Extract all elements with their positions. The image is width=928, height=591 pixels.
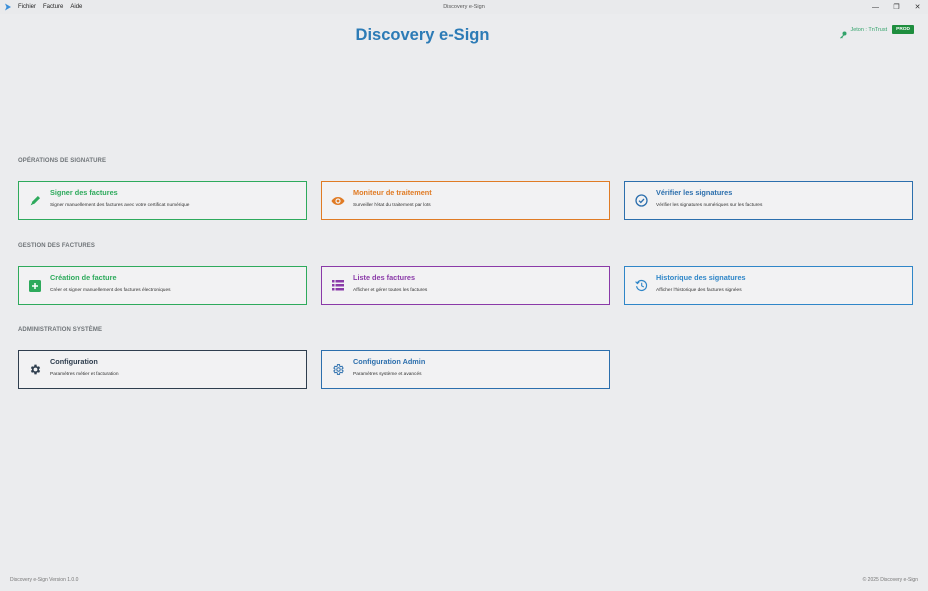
token-status: Jeton : TnTrust PROD (839, 25, 914, 38)
card-title: Configuration (50, 356, 98, 366)
close-button[interactable]: ✕ (914, 4, 921, 11)
menu-fichier[interactable]: Fichier (18, 4, 37, 10)
card-description: Créer et signer manuellement des facture… (50, 287, 171, 293)
token-label: Jeton : TnTrust (850, 26, 888, 33)
eye-icon (331, 194, 345, 208)
key-icon (839, 26, 847, 38)
window-controls: — ❐ ✕ (865, 0, 928, 14)
section-title-factures: GESTION DES FACTURES (18, 243, 96, 249)
card-description: Signer manuellement des factures avec vo… (50, 202, 190, 208)
card-moniteur-traitement[interactable]: Moniteur de traitement Surveiller l'état… (321, 181, 610, 220)
card-historique-signatures[interactable]: Historique des signatures Afficher l'his… (624, 266, 913, 305)
app-logo-icon (4, 3, 12, 11)
environment-badge: PROD (892, 25, 914, 34)
card-description: Afficher et gérer toutes les factures (353, 287, 428, 293)
window-title: Discovery e-Sign (443, 4, 485, 10)
card-creation-facture[interactable]: Création de facture Créer et signer manu… (18, 266, 307, 305)
version-label: Discovery e-Sign Version 1.0.0 (10, 577, 79, 583)
card-title: Configuration Admin (353, 356, 426, 366)
list-icon (331, 279, 345, 293)
section-title-signature: OPÉRATIONS DE SIGNATURE (18, 158, 107, 164)
card-liste-factures[interactable]: Liste des factures Afficher et gérer tou… (321, 266, 610, 305)
page-title: Discovery e-Sign (355, 26, 490, 44)
card-title: Vérifier les signatures (656, 187, 733, 197)
card-description: Afficher l'historique des factures signé… (656, 287, 742, 293)
title-bar: Fichier Facture Aide Discovery e-Sign — … (0, 0, 928, 14)
card-title: Liste des factures (353, 272, 416, 282)
restore-button[interactable]: ❐ (893, 4, 900, 11)
card-title: Historique des signatures (656, 272, 746, 282)
menu-facture[interactable]: Facture (43, 4, 64, 10)
menu-aide[interactable]: Aide (70, 4, 83, 10)
card-configuration-admin[interactable]: Configuration Admin Paramètres système e… (321, 350, 610, 389)
card-title: Moniteur de traitement (353, 187, 432, 197)
card-signer-factures[interactable]: Signer des factures Signer manuellement … (18, 181, 307, 220)
gear-icon (28, 363, 42, 377)
card-description: Vérifier les signatures numériques sur l… (656, 202, 763, 208)
card-description: Paramètres métier et facturation (50, 371, 119, 377)
card-description: Paramètres système et avancés (353, 371, 422, 377)
copyright-label: © 2025 Discovery e-Sign (862, 577, 918, 583)
history-icon (634, 279, 648, 293)
card-configuration[interactable]: Configuration Paramètres métier et factu… (18, 350, 307, 389)
gear-outline-icon (331, 363, 345, 377)
card-title: Création de facture (50, 272, 117, 282)
plus-square-icon (28, 279, 42, 293)
card-title: Signer des factures (50, 187, 118, 197)
minimize-button[interactable]: — (872, 3, 879, 11)
check-circle-icon (634, 194, 648, 208)
card-verifier-signatures[interactable]: Vérifier les signatures Vérifier les sig… (624, 181, 913, 220)
pen-icon (28, 194, 42, 208)
card-description: Surveiller l'état du traitement par lots (353, 202, 431, 208)
section-title-administration: ADMINISTRATION SYSTÈME (18, 327, 103, 333)
